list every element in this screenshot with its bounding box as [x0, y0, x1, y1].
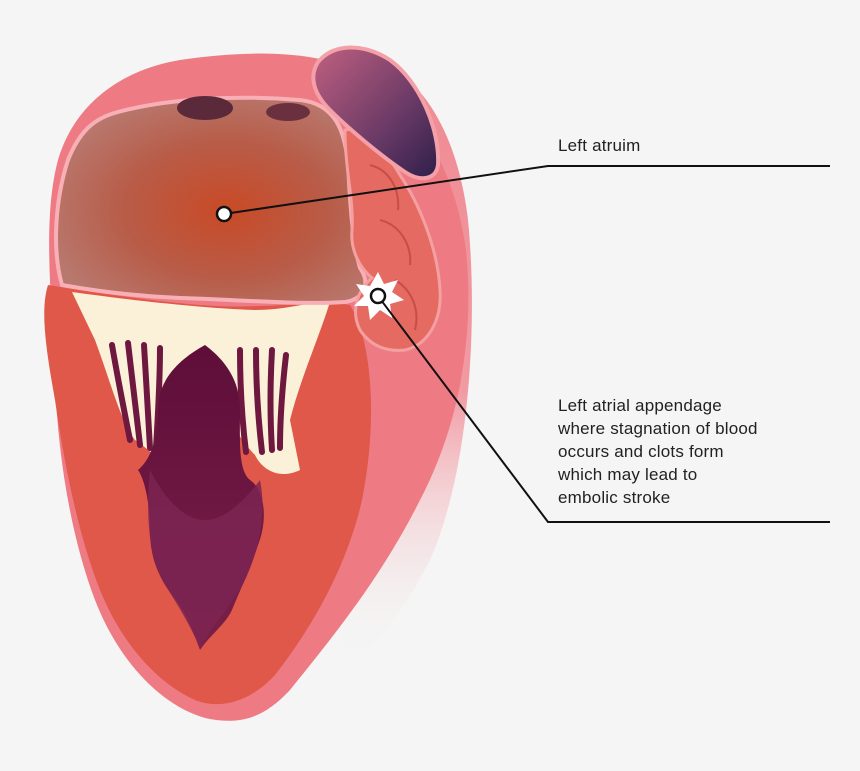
label-laa-line-1: Left atrial appendage: [558, 396, 722, 415]
pulmonary-vein-pouch: [311, 45, 441, 181]
chordae-right: [237, 347, 289, 455]
callout-dot-left-atrial-appendage: [369, 287, 387, 305]
label-left-atrium: Left atruim: [558, 134, 641, 157]
pulmonary-vein-opening-left: [177, 96, 233, 120]
leader-line-left-atrium: [223, 165, 830, 215]
label-laa-line-2: where stagnation of blood: [558, 419, 758, 438]
appendage-lobe-lines: [369, 164, 418, 331]
label-left-atrium-text: Left atruim: [558, 136, 641, 155]
callout-dot-left-atrium: [215, 205, 233, 223]
left-atrium: [54, 95, 368, 305]
leader-line-left-atrial-appendage: [377, 295, 830, 523]
pulmonary-vein-opening-right: [266, 103, 310, 121]
label-laa-line-5: embolic stroke: [558, 488, 671, 507]
label-laa-line-4: which may lead to: [558, 465, 698, 484]
ventricle-chamber-shadow: [148, 470, 263, 648]
label-left-atrial-appendage: Left atrial appendage where stagnation o…: [558, 394, 828, 509]
label-laa-line-3: occurs and clots form: [558, 442, 724, 461]
